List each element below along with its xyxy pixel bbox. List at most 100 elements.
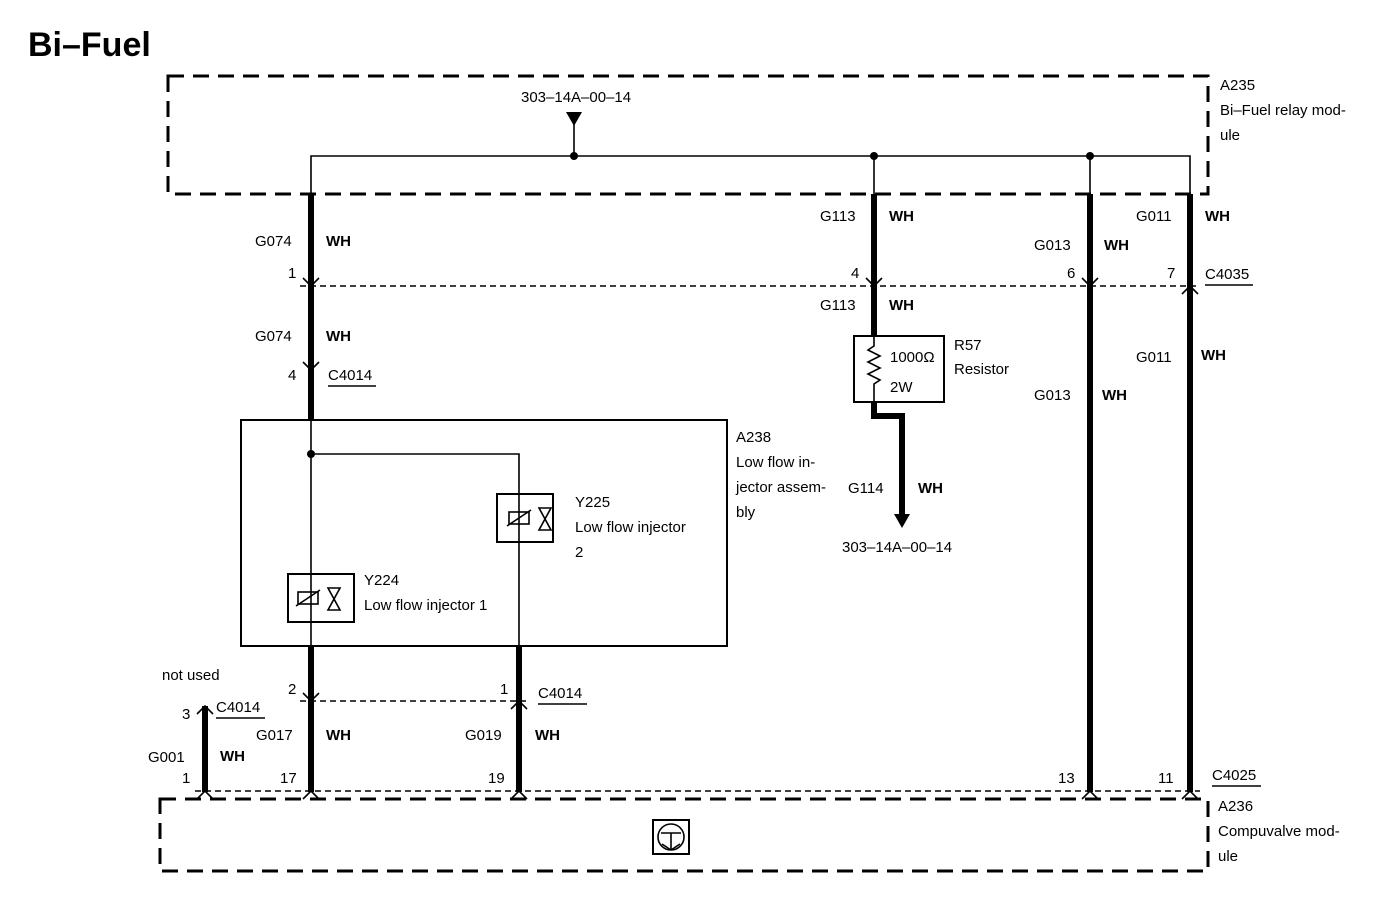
not-used-label: not used (162, 667, 220, 684)
wire-color-label: WH (326, 727, 351, 744)
wire-color-label: WH (918, 480, 943, 497)
connector-c4014-label: C4014 (216, 699, 260, 716)
wire-color-label: WH (1104, 237, 1129, 254)
relay-internal-bus (310, 155, 1191, 196)
injector-coil-icon (508, 511, 530, 525)
injector-valve-icon (326, 587, 342, 611)
resistor-watts: 2W (890, 379, 913, 396)
circuit-label: G013 (1034, 387, 1071, 404)
pin-label: 7 (1167, 265, 1175, 282)
pin-chevron-icon (1181, 789, 1199, 800)
diagram-title: Bi–Fuel (28, 26, 151, 64)
pin-label: 1 (288, 265, 296, 282)
relay-module-desc-1: Bi–Fuel relay mod- (1220, 102, 1346, 119)
injector-coil-icon (506, 509, 532, 527)
connector-c4014-label: C4014 (328, 367, 372, 384)
connector-c4014-label: C4014 (538, 685, 582, 702)
injector-y224-id: Y224 (364, 572, 399, 589)
relay-module-id: A235 (1220, 77, 1255, 94)
resistor-icon (866, 336, 882, 402)
injector-coil-icon (295, 589, 321, 607)
compuvalve-module-desc-2: ule (1218, 848, 1238, 865)
injector-y225-id: Y225 (575, 494, 610, 511)
circuit-label: G011 (1136, 208, 1172, 225)
injector-assembly-desc-1: Low flow in- (736, 454, 815, 471)
injector-y224-desc: Low flow injector 1 (364, 597, 487, 614)
circuit-label: G114 (848, 480, 884, 497)
injector-y224-box (287, 573, 355, 623)
pin-chevron-icon (196, 789, 214, 800)
wire-color-label: WH (1102, 387, 1127, 404)
injector-y225-box (496, 493, 554, 543)
connector-c4035-label: C4035 (1205, 266, 1249, 283)
pin-label: 4 (288, 367, 296, 384)
resistor-id: R57 (954, 337, 982, 354)
ground-ref-bottom-label: 303–14A–00–14 (842, 539, 952, 556)
wire-color-label: WH (1205, 208, 1230, 225)
pin-label: 17 (280, 770, 297, 787)
pin-label: 3 (182, 706, 190, 723)
pin-label: 6 (1067, 265, 1075, 282)
pin-label: 1 (500, 681, 508, 698)
resistor-ohms: 1000Ω (890, 349, 935, 366)
circuit-label: G001 (148, 749, 185, 766)
pin-chevron-icon (196, 704, 214, 715)
wire-color-label: WH (535, 727, 560, 744)
wire-color-label: WH (326, 233, 351, 250)
pin-label: 4 (851, 265, 859, 282)
pin-label: 13 (1058, 770, 1075, 787)
pin-label: 2 (288, 681, 296, 698)
injector-coil-icon (297, 591, 319, 605)
relay-module-desc-2: ule (1220, 127, 1240, 144)
wire-color-label: WH (889, 208, 914, 225)
splice-dot (307, 450, 315, 458)
splice-dot (870, 152, 878, 160)
pin-chevron-icon (1181, 284, 1199, 295)
pin-chevron-icon (510, 699, 528, 710)
pin-chevron-icon (865, 277, 883, 288)
circuit-label: G017 (256, 727, 293, 744)
electronic-module-icon (652, 819, 690, 855)
wire-color-label: WH (889, 297, 914, 314)
injector-assembly-desc-2: jector assem- (735, 479, 826, 496)
pin-chevron-icon (1081, 789, 1099, 800)
assembly-internal-wire (311, 453, 520, 648)
circuit-label: G013 (1034, 237, 1071, 254)
pin-chevron-icon (302, 692, 320, 703)
compuvalve-module-box (158, 797, 1210, 873)
relay-module-box (166, 74, 1210, 196)
pin-label: 1 (182, 770, 190, 787)
circuit-label: G011 (1136, 349, 1172, 366)
pin-chevron-icon (302, 277, 320, 288)
injector-y225-desc-2: 2 (575, 544, 583, 561)
circuit-label: G074 (255, 328, 292, 345)
pin-chevron-icon (1081, 277, 1099, 288)
splice-dot (1086, 152, 1094, 160)
wire-color-label: WH (326, 328, 351, 345)
circuit-label: G113 (820, 297, 856, 314)
resistor-box (853, 335, 945, 403)
compuvalve-module-desc-1: Compuvalve mod- (1218, 823, 1340, 840)
ground-ref-top-label: 303–14A–00–14 (521, 89, 631, 106)
circuit-label: G019 (465, 727, 502, 744)
wire-g114 (871, 402, 905, 516)
wire-color-label: WH (220, 748, 245, 765)
pin-chevron-icon (302, 789, 320, 800)
resistor-desc: Resistor (954, 361, 1009, 378)
injector-valve-icon (537, 507, 553, 531)
pin-chevron-icon (302, 361, 320, 372)
injector-assembly-desc-3: bly (736, 504, 756, 521)
circuit-label: G113 (820, 208, 856, 225)
ground-arrow-icon (894, 514, 910, 528)
ground-arrow-icon (566, 112, 582, 126)
wire-color-label: WH (1201, 347, 1226, 364)
injector-assembly-id: A238 (736, 429, 771, 446)
pin-label: 19 (488, 770, 505, 787)
connector-c4025-label: C4025 (1212, 767, 1256, 784)
compuvalve-module-id: A236 (1218, 798, 1253, 815)
pin-label: 11 (1158, 770, 1174, 787)
pin-chevron-icon (510, 789, 528, 800)
injector-assembly-box (240, 419, 728, 647)
injector-y225-desc-1: Low flow injector (575, 519, 686, 536)
